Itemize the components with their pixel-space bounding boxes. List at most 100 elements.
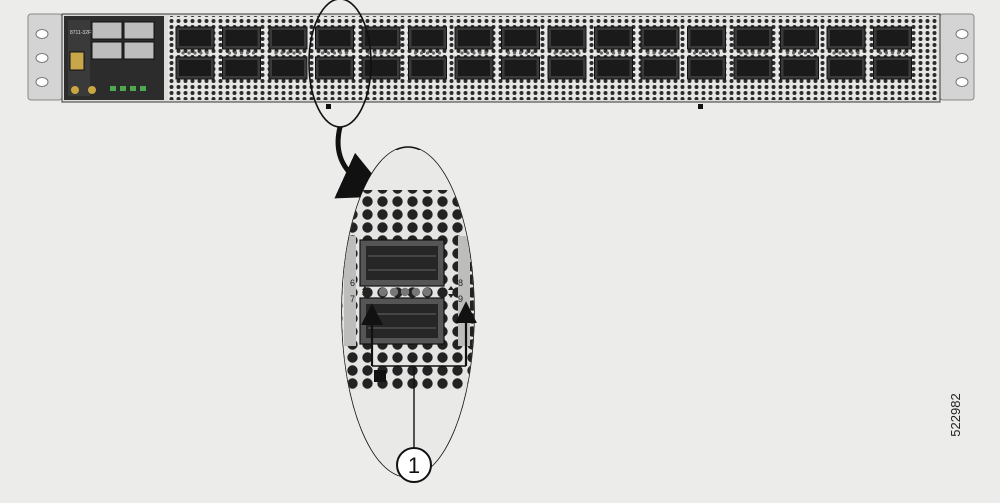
rack-ear-left [27,13,63,101]
port-led [698,51,703,55]
port-led [332,51,337,55]
qsfp-port-opening [225,60,258,76]
port-led [658,51,662,55]
port-led [286,51,290,55]
port-led [739,51,743,55]
port-led [757,51,761,55]
position-marker-zoom [374,370,386,382]
qsfp-port-opening [272,60,304,76]
switch-chassis: 8711-32FH-M [61,13,941,109]
port-led [245,51,250,55]
qsfp-port-opening [783,30,816,46]
qsfp-port-opening [272,30,304,46]
port-led [431,51,436,55]
qsfp-port-opening [551,60,583,76]
port-led [646,51,650,55]
port-led [251,51,256,55]
position-marker-left [326,104,331,109]
callout-number: 1 [408,453,420,478]
status-led-row [378,287,432,297]
port-led [902,51,907,55]
qsfp-port-opening [365,30,397,46]
port-led [298,51,302,55]
port-led [890,51,895,55]
port-led [524,51,529,55]
port-led [797,51,802,55]
port-led [233,51,238,55]
port-led [896,51,901,55]
port-led [425,51,430,55]
qsfp-port-opening [179,30,211,46]
port-led [338,51,343,55]
port-number-right-bottom: 9 [458,294,463,304]
port-led [559,51,563,55]
position-marker-right [698,104,703,109]
port-led [704,51,709,55]
port-led [413,51,418,55]
qsfp-port-opening [783,60,816,76]
port-led [577,51,581,55]
qsfp-port-opening [644,30,676,46]
qsfp-port-opening [179,60,211,76]
port-led [344,51,349,55]
port-led [565,51,569,55]
port-led [205,51,209,55]
port-led [670,51,674,55]
port-led [466,51,470,55]
port-led [274,51,278,55]
port-led [850,51,854,55]
qsfp-port-opening [458,30,490,46]
qsfp-port-opening [830,30,862,46]
port-led [326,51,331,55]
port-led [227,51,232,55]
port-led [605,51,610,55]
qsfp-port-opening [597,60,630,76]
port-led [884,51,889,55]
rack-ear-right [939,13,975,101]
callout-1: 1 [396,447,432,483]
port-led [385,51,389,55]
port-led [553,51,557,55]
qsfp-port-opening [876,60,909,76]
port-led [751,51,755,55]
port-led [617,51,622,55]
management-panel: 8711-32FH-M [64,16,164,100]
port-led [518,51,523,55]
port-led [391,51,395,55]
qsfp-port-opening [690,30,723,46]
qsfp-port-opening [737,30,769,46]
port-led [199,51,203,55]
port-number-left-top: 6 [350,278,355,288]
qsfp-port-opening [504,60,537,76]
port-number-right-top: 8 [458,278,463,288]
port-led [571,51,575,55]
port-led [599,51,604,55]
port-led [419,51,424,55]
qsfp-port-opening [830,60,862,76]
port-led [692,51,697,55]
port-led [745,51,749,55]
qsfp-port-opening [690,60,723,76]
qsfp-port-opening [318,60,351,76]
zoom-arrow [334,126,391,199]
port-led [193,51,197,55]
qsfp-port-opening [504,30,537,46]
port-led [320,51,325,55]
qsfp-port-opening [318,30,351,46]
port-led [623,51,628,55]
port-led [280,51,284,55]
port-led [379,51,383,55]
port-led [710,51,715,55]
qsfp-port-opening [411,60,444,76]
qsfp-port-opening [551,30,583,46]
port-led [512,51,517,55]
port-led [478,51,482,55]
port-led [530,51,535,55]
port-led [856,51,860,55]
port-led [472,51,476,55]
port-led [239,51,244,55]
port-led [181,51,185,55]
port-led [187,51,191,55]
qsfp-port-opening [365,60,397,76]
